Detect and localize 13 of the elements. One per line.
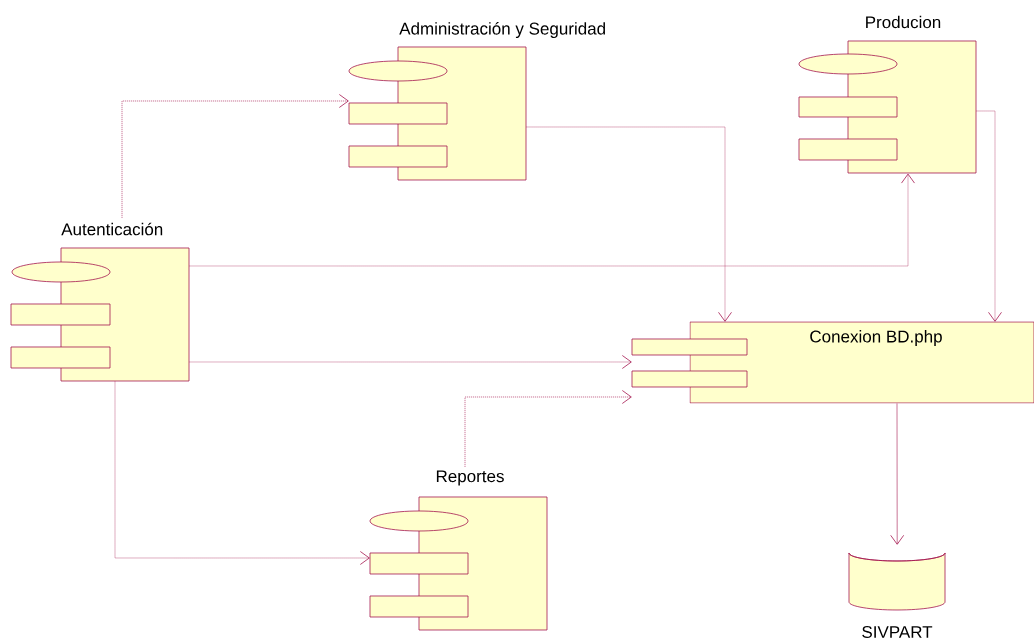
database-label: SIVPART [862, 625, 933, 638]
dependency-arrow [890, 403, 905, 545]
component-label: Administración y Seguridad [399, 22, 605, 38]
dependency-arrow [464, 390, 632, 468]
dependency-arrow [189, 355, 632, 369]
dependency-arrow [189, 173, 915, 267]
component-label: Autenticación [61, 222, 163, 236]
dependency-arrow [976, 110, 1002, 322]
dependency-arrow [526, 126, 732, 322]
dependency-arrow [121, 94, 349, 219]
component-label: Reportes [436, 470, 504, 486]
component-label: Producion [866, 15, 941, 29]
dependency-arrow [114, 381, 370, 565]
